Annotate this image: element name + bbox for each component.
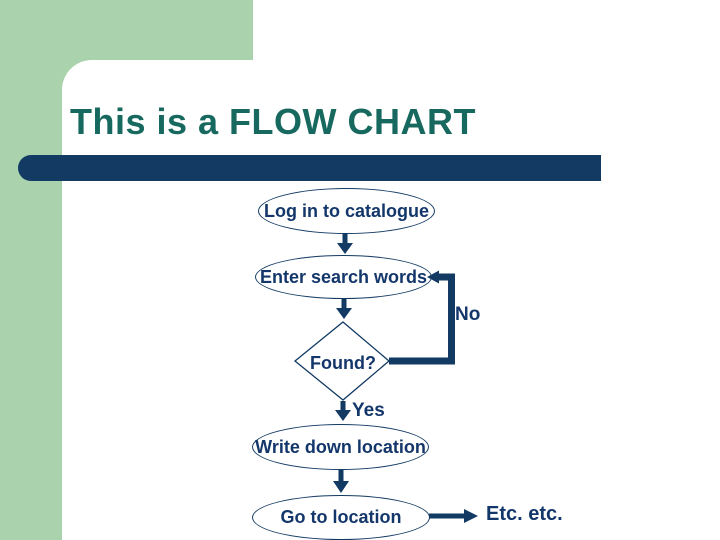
edge-label-etc: Etc. etc.	[486, 503, 563, 525]
node-enter-search-words: Enter search words	[255, 255, 432, 299]
node-label: Enter search words	[259, 266, 428, 287]
node-go-to-location: Go to location	[252, 495, 430, 540]
title-underline-bar	[18, 155, 601, 181]
node-label: Write down location	[255, 436, 426, 457]
edge-label-no: No	[455, 304, 481, 325]
node-label: Log in to catalogue	[264, 200, 429, 221]
node-label: Go to location	[280, 507, 402, 527]
edge-label-yes: Yes	[352, 400, 385, 421]
slide-title: This is a FLOW CHART	[70, 101, 476, 142]
node-found-label: Found?	[310, 353, 376, 373]
green-left-strip	[0, 0, 62, 540]
node-log-in-to-catalogue: Log in to catalogue	[258, 188, 435, 234]
node-write-down-location: Write down location	[252, 424, 429, 470]
